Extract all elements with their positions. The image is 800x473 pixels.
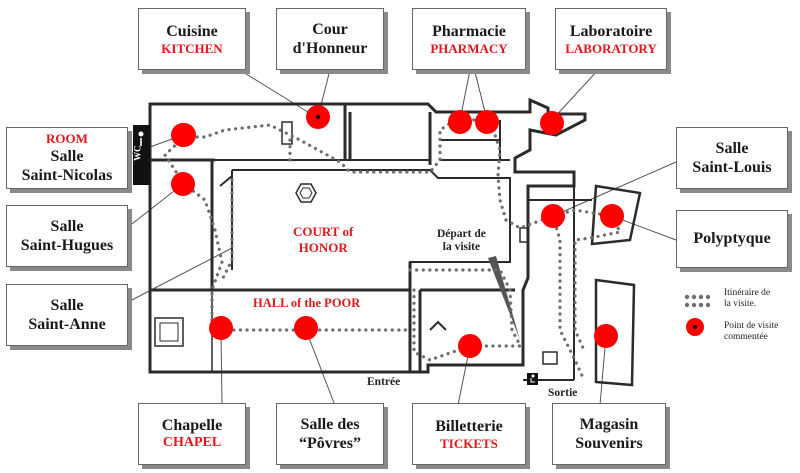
room-name-english: CHAPEL bbox=[162, 435, 222, 451]
depart-line1: Départ de bbox=[437, 228, 486, 240]
room-label-salle-des-povres: Salle des “Pôvres” bbox=[276, 403, 384, 465]
legend-point-text: Point de visite commentée bbox=[724, 321, 778, 343]
visit-points bbox=[171, 105, 624, 358]
entree-label: Entrée bbox=[367, 376, 401, 388]
legend bbox=[684, 294, 711, 336]
well-symbol bbox=[295, 183, 317, 203]
room-name-line1: Salle bbox=[715, 139, 749, 157]
visit-point-laboratoire bbox=[540, 111, 564, 135]
room-name: Polyptyque bbox=[693, 230, 771, 248]
room-name-line2: d'Honneur bbox=[292, 40, 368, 57]
visit-point-chapelle bbox=[209, 316, 233, 340]
hall-of-the-poor-label: HALL of the POOR bbox=[253, 296, 361, 310]
room-label-salle-saint-louis: Salle Saint-Louis bbox=[676, 127, 788, 189]
court-of-honor-label: COURT of HONOR bbox=[293, 224, 353, 257]
room-label-cour-dhonneur: Cour d'Honneur bbox=[276, 8, 384, 70]
room-name-line2: Souvenirs bbox=[575, 435, 643, 452]
room-label-cuisine: Cuisine KITCHEN bbox=[138, 8, 246, 70]
room-name-english: KITCHEN bbox=[161, 40, 223, 56]
room-label-salle-saint-anne: Salle Saint-Anne bbox=[6, 284, 128, 346]
room-label-salle-saint-hugues: Salle Saint-Hugues bbox=[6, 205, 128, 267]
legend-itinerary-line2: la visite. bbox=[724, 298, 757, 309]
room-name: Cuisine bbox=[166, 22, 218, 40]
room-name: Pharmacie bbox=[432, 22, 506, 40]
room-name: Chapelle bbox=[161, 417, 223, 434]
room-label-salle-saint-nicolas: ROOM Salle Saint-Nicolas bbox=[6, 127, 128, 189]
legend-itinerary-dots bbox=[684, 294, 711, 308]
room-label-billetterie: Billetterie TICKETS bbox=[412, 403, 526, 465]
room-name-line2: Saint-Anne bbox=[28, 316, 106, 333]
walls bbox=[148, 97, 642, 387]
room-name-english: LABORATORY bbox=[565, 40, 657, 56]
room-name-line2: Saint-Louis bbox=[692, 159, 772, 176]
sortie-label: Sortie bbox=[548, 387, 578, 399]
room-label-magasin-souvenirs: Magasin Souvenirs bbox=[552, 403, 666, 465]
room-name-english: TICKETS bbox=[440, 435, 498, 451]
wc-block bbox=[133, 125, 150, 185]
visit-point-polyptyque bbox=[600, 204, 624, 228]
court-of-honor-line2: HONOR bbox=[298, 240, 348, 256]
depart-arrow bbox=[488, 256, 520, 340]
room-name-line1: Salle bbox=[50, 217, 84, 235]
visit-point-pharmacie-1 bbox=[448, 110, 472, 134]
visit-point-magasin-souvenirs bbox=[594, 324, 618, 348]
room-name-line2: Saint-Hugues bbox=[20, 237, 114, 254]
room-label-chapelle: Chapelle CHAPEL bbox=[138, 403, 246, 465]
room-name-english: ROOM bbox=[46, 131, 88, 147]
room-name-line1: Salle bbox=[50, 147, 84, 165]
accessibility-icon bbox=[527, 373, 538, 385]
wc-label: WC bbox=[132, 145, 143, 161]
room-name-line2: “Pôvres” bbox=[299, 435, 361, 452]
room-name-english: PHARMACY bbox=[430, 40, 508, 56]
room-label-polyptyque: Polyptyque bbox=[676, 210, 788, 268]
legend-point-line1: Point de visite bbox=[724, 321, 779, 331]
visit-point-billetterie bbox=[458, 334, 482, 358]
depart-line2: la visite bbox=[442, 241, 481, 254]
room-label-laboratoire: Laboratoire LABORATORY bbox=[555, 8, 667, 70]
depart-label: Départ de la visite bbox=[437, 228, 486, 254]
visit-point-salle-des-povres bbox=[294, 316, 318, 340]
visit-point-marker bbox=[315, 114, 321, 120]
room-name-line1: Cour bbox=[312, 20, 348, 38]
room-name: Billetterie bbox=[435, 417, 503, 435]
visit-point-salle-saint-hugues bbox=[171, 172, 195, 196]
legend-point-line2: commentée bbox=[724, 331, 768, 342]
room-name-line2: Saint-Nicolas bbox=[21, 166, 113, 184]
room-label-pharmacie: Pharmacie PHARMACY bbox=[412, 8, 526, 70]
room-name-line1: Salle bbox=[50, 296, 84, 314]
room-name-line1: Magasin bbox=[579, 415, 639, 433]
legend-itinerary-line1: Itinéraire de bbox=[724, 288, 771, 298]
visit-point-salle-saint-louis bbox=[541, 204, 565, 228]
legend-itinerary-text: Itinéraire de la visite. bbox=[724, 288, 770, 310]
room-name: Laboratoire bbox=[569, 22, 653, 40]
court-of-honor-line1: COURT of bbox=[293, 224, 354, 239]
visit-point-salle-saint-nicolas bbox=[171, 123, 195, 147]
visit-point-pharmacie-2 bbox=[475, 110, 499, 134]
room-name-line1: Salle des bbox=[300, 415, 360, 433]
